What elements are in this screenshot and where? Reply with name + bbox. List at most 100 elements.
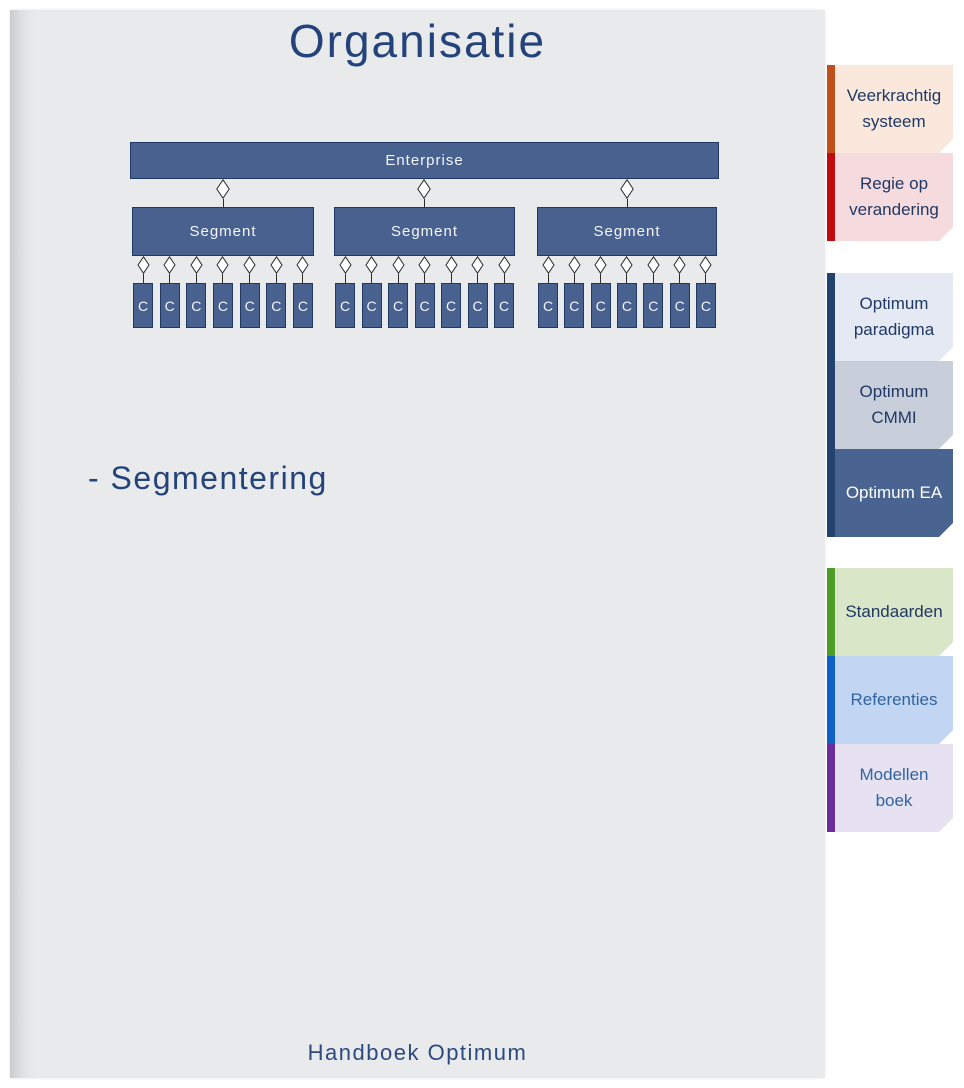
component-box: C xyxy=(494,283,514,328)
component-box: C xyxy=(669,283,690,328)
tab-referenties[interactable]: Referenties xyxy=(827,656,953,744)
component: C xyxy=(441,256,461,328)
tab-color-bar xyxy=(827,273,835,361)
segment-group: Segment C C C C C C C xyxy=(132,207,314,328)
section-subtitle: - Segmentering xyxy=(88,460,328,496)
diamond-icon xyxy=(163,256,176,274)
diamond-icon xyxy=(190,256,203,274)
diamond-icon xyxy=(216,256,230,274)
component-box: C xyxy=(133,283,153,328)
diamond-icon xyxy=(471,256,484,274)
aggregation-connector xyxy=(216,179,230,207)
handbook-footer-title: Handboek Optimum xyxy=(307,1040,528,1065)
tab-color-bar xyxy=(827,744,835,832)
diamond-icon xyxy=(497,256,511,274)
component: C xyxy=(616,256,637,328)
component-box: C xyxy=(159,283,180,328)
page-title: Organisatie xyxy=(288,15,547,67)
tab-body: Regie op verandering xyxy=(835,153,953,241)
tab-group-optimum: Optimum paradigma Optimum CMMI Optimum E… xyxy=(827,273,953,537)
component-box: C xyxy=(616,283,637,328)
diamond-icon xyxy=(568,256,581,274)
tab-body: Standaarden xyxy=(835,568,953,656)
diamond-icon xyxy=(417,179,431,199)
component-box: C xyxy=(467,283,488,328)
tab-color-bar xyxy=(827,656,835,744)
component-box: C xyxy=(388,283,408,328)
diamond-icon xyxy=(620,179,634,199)
tab-optimum-cmmi[interactable]: Optimum CMMI xyxy=(827,361,953,449)
component-box: C xyxy=(695,283,716,328)
diamond-icon xyxy=(296,256,310,274)
diamond-icon xyxy=(541,256,555,274)
component-box: C xyxy=(335,283,355,328)
component: C xyxy=(590,256,611,328)
component: C xyxy=(564,256,585,328)
segment-box: Segment xyxy=(132,207,314,256)
tab-optimum-ea[interactable]: Optimum EA xyxy=(827,449,953,537)
tab-modellenboek[interactable]: Modellen boek xyxy=(827,744,953,832)
diamond-icon xyxy=(338,256,352,274)
tab-veerkrachtig-systeem[interactable]: Veerkrachtig systeem xyxy=(827,65,953,153)
diamond-icon xyxy=(647,256,660,274)
component-box: C xyxy=(643,283,664,328)
diamond-icon xyxy=(270,256,283,274)
tab-body: Modellen boek xyxy=(835,744,953,832)
component: C xyxy=(133,256,153,328)
component: C xyxy=(212,256,233,328)
tab-color-bar xyxy=(827,361,835,449)
diamond-icon xyxy=(699,256,713,274)
component-box: C xyxy=(590,283,611,328)
component: C xyxy=(695,256,716,328)
tab-label: Regie op verandering xyxy=(849,174,939,219)
component: C xyxy=(266,256,287,328)
tab-color-bar xyxy=(827,65,835,153)
tab-body: Referenties xyxy=(835,656,953,744)
tab-label: Optimum CMMI xyxy=(859,382,929,427)
tab-standaarden[interactable]: Standaarden xyxy=(827,568,953,656)
component: C xyxy=(643,256,664,328)
tab-color-bar xyxy=(827,568,835,656)
tab-regie-op-verandering[interactable]: Regie op verandering xyxy=(827,153,953,241)
component-row: C C C C C C C xyxy=(334,256,515,328)
aggregation-connector xyxy=(620,179,634,207)
tab-group-naslag: Standaarden Referenties Modellen boek xyxy=(827,568,953,832)
diamond-icon xyxy=(365,256,378,274)
segment-box: Segment xyxy=(334,207,515,256)
component-row: C C C C C C C xyxy=(132,256,314,328)
tab-body: Optimum paradigma xyxy=(835,273,953,361)
component-box: C xyxy=(538,283,558,328)
tab-body: Veerkrachtig systeem xyxy=(835,65,953,153)
component-box: C xyxy=(212,283,233,328)
component-box: C xyxy=(441,283,461,328)
aggregation-connector xyxy=(417,179,431,207)
tab-label: Optimum paradigma xyxy=(853,294,935,339)
tab-body: Optimum CMMI xyxy=(835,361,953,449)
diamond-icon xyxy=(444,256,458,274)
component: C xyxy=(414,256,435,328)
component-box: C xyxy=(414,283,435,328)
diamond-icon xyxy=(620,256,634,274)
diamond-icon xyxy=(594,256,607,274)
component-row: C C C C C C C xyxy=(537,256,717,328)
diamond-icon xyxy=(391,256,405,274)
tab-label: Optimum EA xyxy=(845,483,943,502)
component-box: C xyxy=(266,283,287,328)
tab-group-veerkracht: Veerkrachtig systeem Regie op veranderin… xyxy=(827,65,953,241)
component: C xyxy=(494,256,514,328)
segment-group: Segment C C C C C C C xyxy=(334,207,515,328)
enterprise-box: Enterprise xyxy=(130,142,719,179)
component-box: C xyxy=(239,283,260,328)
tab-label: Veerkrachtig systeem xyxy=(846,86,942,131)
slide-page: Organisatie Enterprise Segment C C C C C xyxy=(10,10,825,1078)
tab-optimum-paradigma[interactable]: Optimum paradigma xyxy=(827,273,953,361)
diamond-icon xyxy=(673,256,686,274)
diamond-icon xyxy=(418,256,431,274)
tab-body: Optimum EA xyxy=(835,449,953,537)
component: C xyxy=(239,256,260,328)
organisation-diagram: Enterprise Segment C C C C C C C xyxy=(10,10,825,1078)
section-tabs-sidebar: Veerkrachtig systeem Regie op veranderin… xyxy=(827,65,953,832)
component: C xyxy=(467,256,488,328)
segment-group: Segment C C C C C C C xyxy=(537,207,717,328)
